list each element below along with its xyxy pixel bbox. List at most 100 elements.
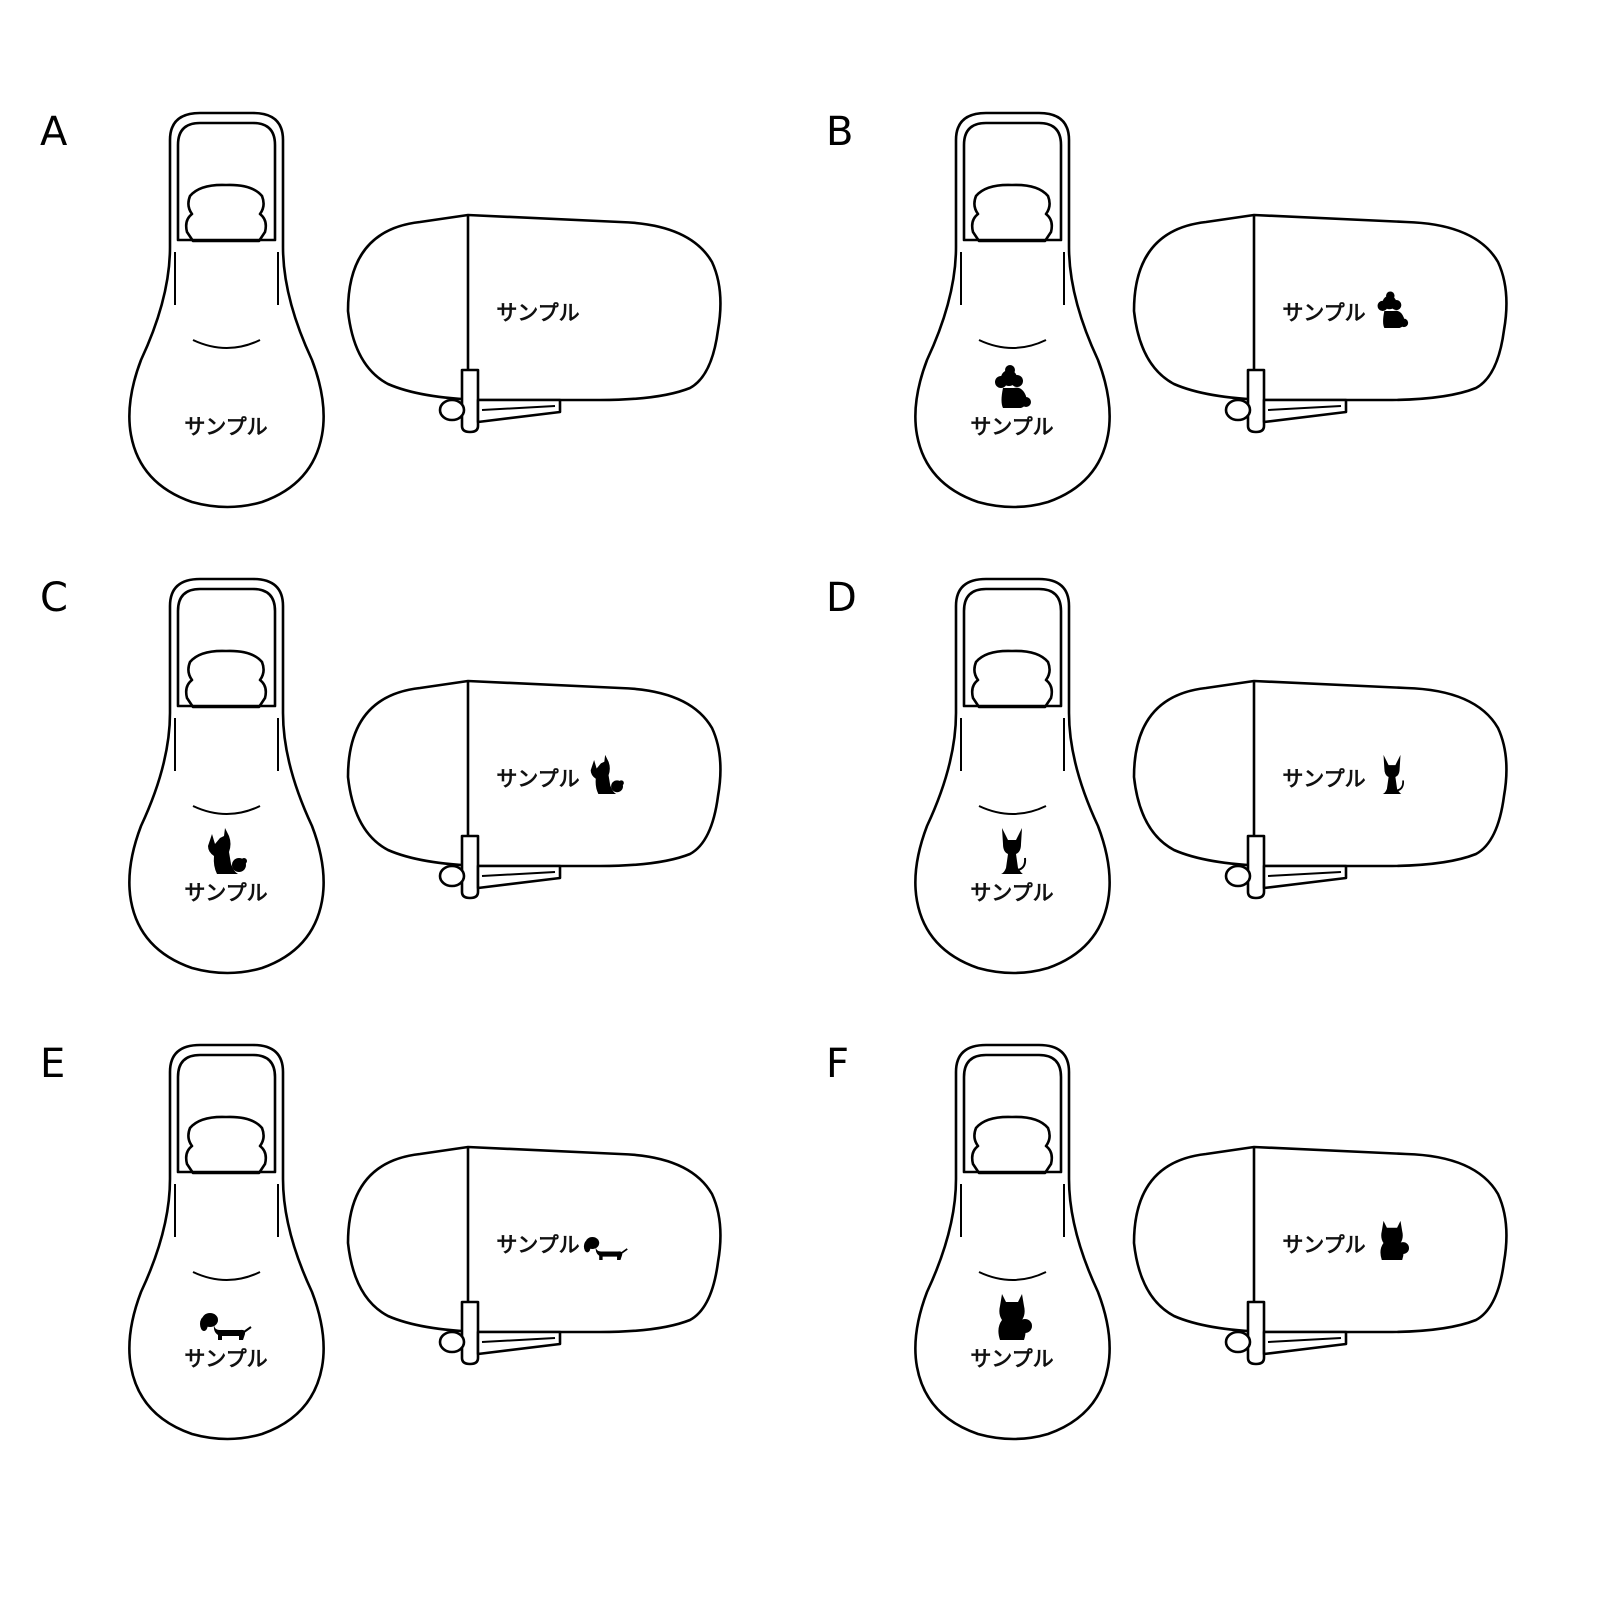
capsule-drawing <box>1132 679 1508 900</box>
clip-arm <box>1262 864 1348 890</box>
apron-dog-icon <box>998 1294 1032 1340</box>
apron-outline <box>914 111 1111 509</box>
clip-upright <box>1246 834 1266 900</box>
clip-arm <box>1262 1330 1348 1356</box>
capsule-dog-icon <box>583 1237 628 1260</box>
head-opening <box>970 1115 1054 1175</box>
head-opening <box>970 649 1054 709</box>
capsule-sample-label: サンプル <box>496 301 579 325</box>
clip-knob <box>438 398 466 422</box>
smile-curve <box>978 339 1047 349</box>
capsule-drawing <box>346 213 722 434</box>
apron-outline <box>128 577 325 975</box>
capsule-sample-label: サンプル <box>1282 301 1365 325</box>
capsule-drawing <box>346 1145 722 1366</box>
variant-letter: E <box>40 1041 66 1087</box>
clip-knob <box>438 864 466 888</box>
smile-curve <box>978 805 1047 815</box>
apron-drawing <box>128 577 325 975</box>
capsule-sample-label: サンプル <box>496 1233 579 1257</box>
clip-arm-line <box>1267 405 1342 411</box>
apron-outline <box>914 1043 1111 1441</box>
smile-curve <box>192 1271 261 1281</box>
neck-strap-inner <box>176 587 277 708</box>
clip-arm-line <box>1267 871 1342 877</box>
clip-arm <box>476 864 562 890</box>
head-opening <box>184 1115 268 1175</box>
capsule-dog-icon <box>1382 754 1404 794</box>
apron-drawing <box>128 111 325 509</box>
variant-e: E サンプルサンプル <box>0 932 800 1441</box>
apron-drawing <box>914 577 1111 975</box>
head-opening <box>970 183 1054 243</box>
apron-sample-label: サンプル <box>970 881 1053 905</box>
clip-upright <box>1246 1300 1266 1366</box>
neck-strap-inner <box>962 1053 1063 1174</box>
apron-dog-icon <box>1001 828 1027 874</box>
neck-strap-inner <box>176 121 277 242</box>
capsule-outline <box>346 213 722 402</box>
clip-arm-line <box>481 871 556 877</box>
neck-strap-inner <box>176 1053 277 1174</box>
apron-dog-icon <box>200 1313 252 1340</box>
capsule-outline <box>346 1145 722 1334</box>
variant-letter: F <box>826 1041 850 1087</box>
variant-c: C サンプルサンプル <box>0 466 800 975</box>
apron-sample-label: サンプル <box>184 415 267 439</box>
apron-outline <box>128 1043 325 1441</box>
clip-arm <box>476 1330 562 1356</box>
capsule-drawing <box>1132 213 1508 434</box>
apron-drawing <box>914 1043 1111 1441</box>
smile-curve <box>192 805 261 815</box>
neck-strap-inner <box>962 587 1063 708</box>
clip-arm-line <box>481 1337 556 1343</box>
head-opening <box>184 649 268 709</box>
apron-sample-label: サンプル <box>970 415 1053 439</box>
capsule-dog-icon <box>1377 291 1409 328</box>
capsule-sample-label: サンプル <box>1282 767 1365 791</box>
apron-dog-icon <box>995 365 1031 408</box>
capsule-sample-label: サンプル <box>1282 1233 1365 1257</box>
apron-drawing <box>914 111 1111 509</box>
capsule-drawing <box>346 679 722 900</box>
smile-curve <box>978 1271 1047 1281</box>
capsule-outline <box>1132 679 1508 868</box>
apron-drawing <box>128 1043 325 1441</box>
clip-upright <box>460 834 480 900</box>
apron-outline <box>128 111 325 509</box>
clip-upright <box>460 1300 480 1366</box>
capsule-dog-icon <box>590 754 624 794</box>
apron-outline <box>914 577 1111 975</box>
neck-strap-inner <box>962 121 1063 242</box>
capsule-outline <box>346 679 722 868</box>
clip-arm-line <box>1267 1337 1342 1343</box>
variant-letter: C <box>40 575 68 621</box>
smile-curve <box>192 339 261 349</box>
capsule-outline <box>1132 1145 1508 1334</box>
clip-arm <box>476 398 562 424</box>
clip-knob <box>1224 398 1252 422</box>
capsule-dog-icon <box>1380 1220 1409 1260</box>
capsule-outline <box>1132 213 1508 402</box>
apron-sample-label: サンプル <box>970 1347 1053 1371</box>
variant-letter: A <box>40 109 68 155</box>
clip-arm <box>1262 398 1348 424</box>
clip-knob <box>1224 864 1252 888</box>
apron-dog-icon <box>208 828 247 874</box>
apron-sample-label: サンプル <box>184 881 267 905</box>
clip-arm-line <box>481 405 556 411</box>
clip-upright <box>1246 368 1266 434</box>
head-opening <box>184 183 268 243</box>
variant-letter: D <box>826 575 857 621</box>
